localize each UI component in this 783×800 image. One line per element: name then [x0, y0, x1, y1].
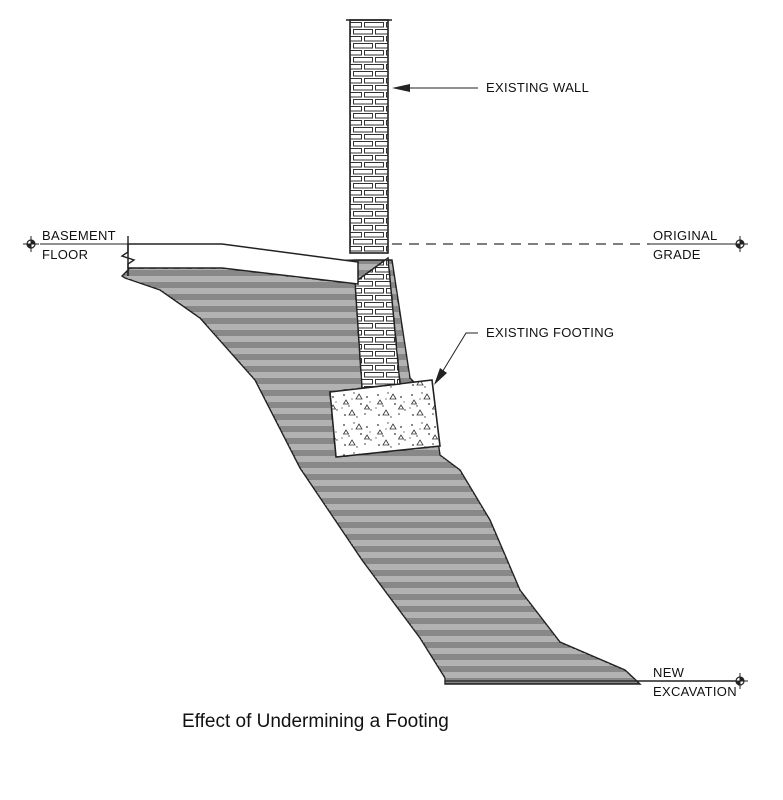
label-basement-floor-line1: BASEMENT [42, 228, 116, 243]
level-marker-icon [732, 236, 748, 252]
level-marker-icon [23, 236, 39, 252]
label-new-excavation-line1: NEW [653, 665, 685, 680]
label-original-grade-line2: GRADE [653, 247, 701, 262]
label-original-grade-line1: ORIGINAL [653, 228, 718, 243]
existing-wall-leader [392, 84, 478, 92]
lower-wall [354, 256, 401, 389]
existing-footing-leader [434, 332, 478, 385]
label-existing-wall: EXISTING WALL [486, 80, 589, 95]
existing-wall [349, 19, 389, 254]
level-marker-icon [732, 673, 748, 689]
label-new-excavation-line2: EXCAVATION [653, 684, 737, 699]
label-basement-floor-line2: FLOOR [42, 247, 88, 262]
existing-footing-block [329, 379, 441, 458]
diagram-caption: Effect of Undermining a Footing [182, 711, 449, 732]
floor-break-mark [120, 236, 136, 276]
label-existing-footing: EXISTING FOOTING [486, 325, 614, 340]
